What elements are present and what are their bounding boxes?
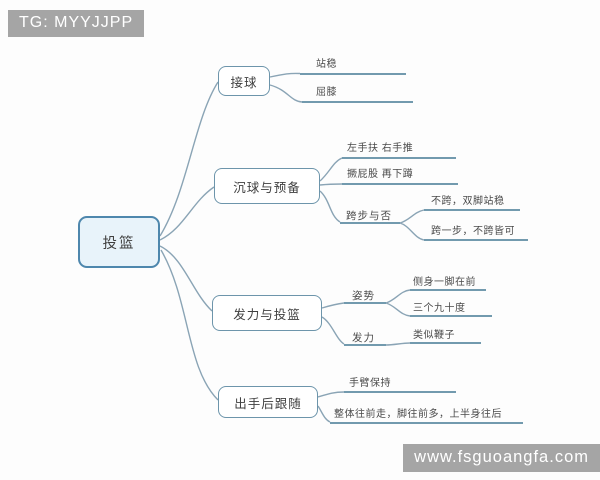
leaf-one-step-or-not-ok[interactable]: 跨一步，不跨皆可 bbox=[431, 226, 515, 237]
leaf-left-hand-right-hand[interactable]: 左手扶 右手推 bbox=[347, 143, 414, 154]
branch-node-follow-through[interactable]: 出手后跟随 bbox=[218, 386, 318, 418]
leaf-three-ninety-degrees[interactable]: 三个九十度 bbox=[413, 303, 466, 314]
branch-node-catch-ball[interactable]: 接球 bbox=[218, 66, 270, 96]
leaf-body-forward-upper-back[interactable]: 整体往前走，脚往前多，上半身往后 bbox=[334, 409, 502, 420]
branch-label: 接球 bbox=[230, 75, 258, 90]
branch-node-power-and-shoot[interactable]: 发力与投篮 bbox=[212, 295, 322, 331]
branch-node-sink-and-prepare[interactable]: 沉球与预备 bbox=[214, 168, 320, 204]
leaf-no-step-feet-firm[interactable]: 不跨，双脚站稳 bbox=[431, 196, 505, 207]
leaf-hips-back-then-squat[interactable]: 撅屁股 再下蹲 bbox=[347, 169, 414, 180]
watermark-telegram: TG: MYYJJPP bbox=[8, 10, 145, 37]
leaf-stand-firm[interactable]: 站稳 bbox=[316, 59, 337, 70]
branch-label: 沉球与预备 bbox=[233, 180, 301, 195]
branch-label: 发力与投篮 bbox=[233, 307, 301, 322]
subnode-step-or-not[interactable]: 跨步与否 bbox=[346, 210, 392, 222]
subnode-power[interactable]: 发力 bbox=[352, 332, 375, 344]
leaf-like-a-whip[interactable]: 类似鞭子 bbox=[413, 330, 455, 341]
root-node-label: 投篮 bbox=[102, 235, 136, 252]
leaf-bend-knees[interactable]: 屈膝 bbox=[316, 87, 337, 98]
leaf-arm-holds[interactable]: 手臂保持 bbox=[349, 378, 391, 389]
root-node-shooting[interactable]: 投篮 bbox=[78, 216, 160, 268]
branch-label: 出手后跟随 bbox=[234, 396, 302, 411]
leaf-side-body-one-foot-forward[interactable]: 侧身一脚在前 bbox=[413, 277, 476, 288]
watermark-website: www.fsguoangfa.com bbox=[403, 444, 600, 472]
subnode-posture[interactable]: 姿势 bbox=[352, 290, 375, 302]
